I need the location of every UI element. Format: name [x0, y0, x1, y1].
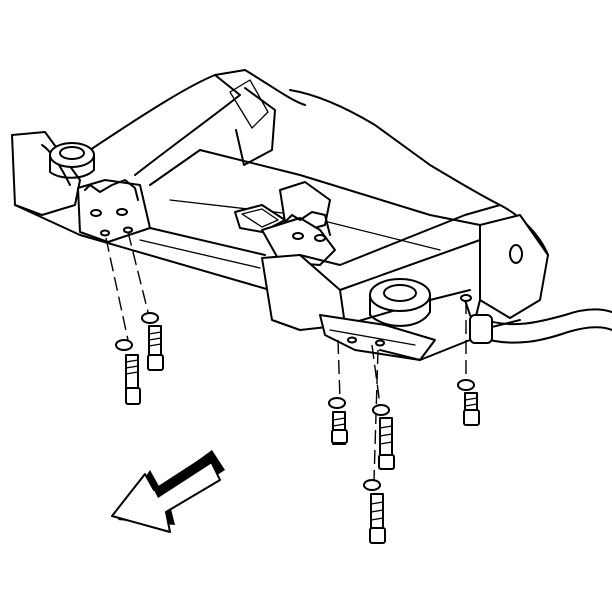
stabilizer-bar [469, 308, 612, 344]
bolt-right-2 [372, 404, 395, 470]
bolt-right-3 [363, 479, 386, 544]
frame-crossmember [11, 69, 549, 361]
bolt-left-1 [115, 339, 141, 405]
bolt-left-2 [141, 312, 164, 371]
front-direction-arrow-icon [111, 450, 225, 533]
bolt-right-4 [457, 379, 480, 426]
bolt-right-1 [328, 397, 348, 445]
